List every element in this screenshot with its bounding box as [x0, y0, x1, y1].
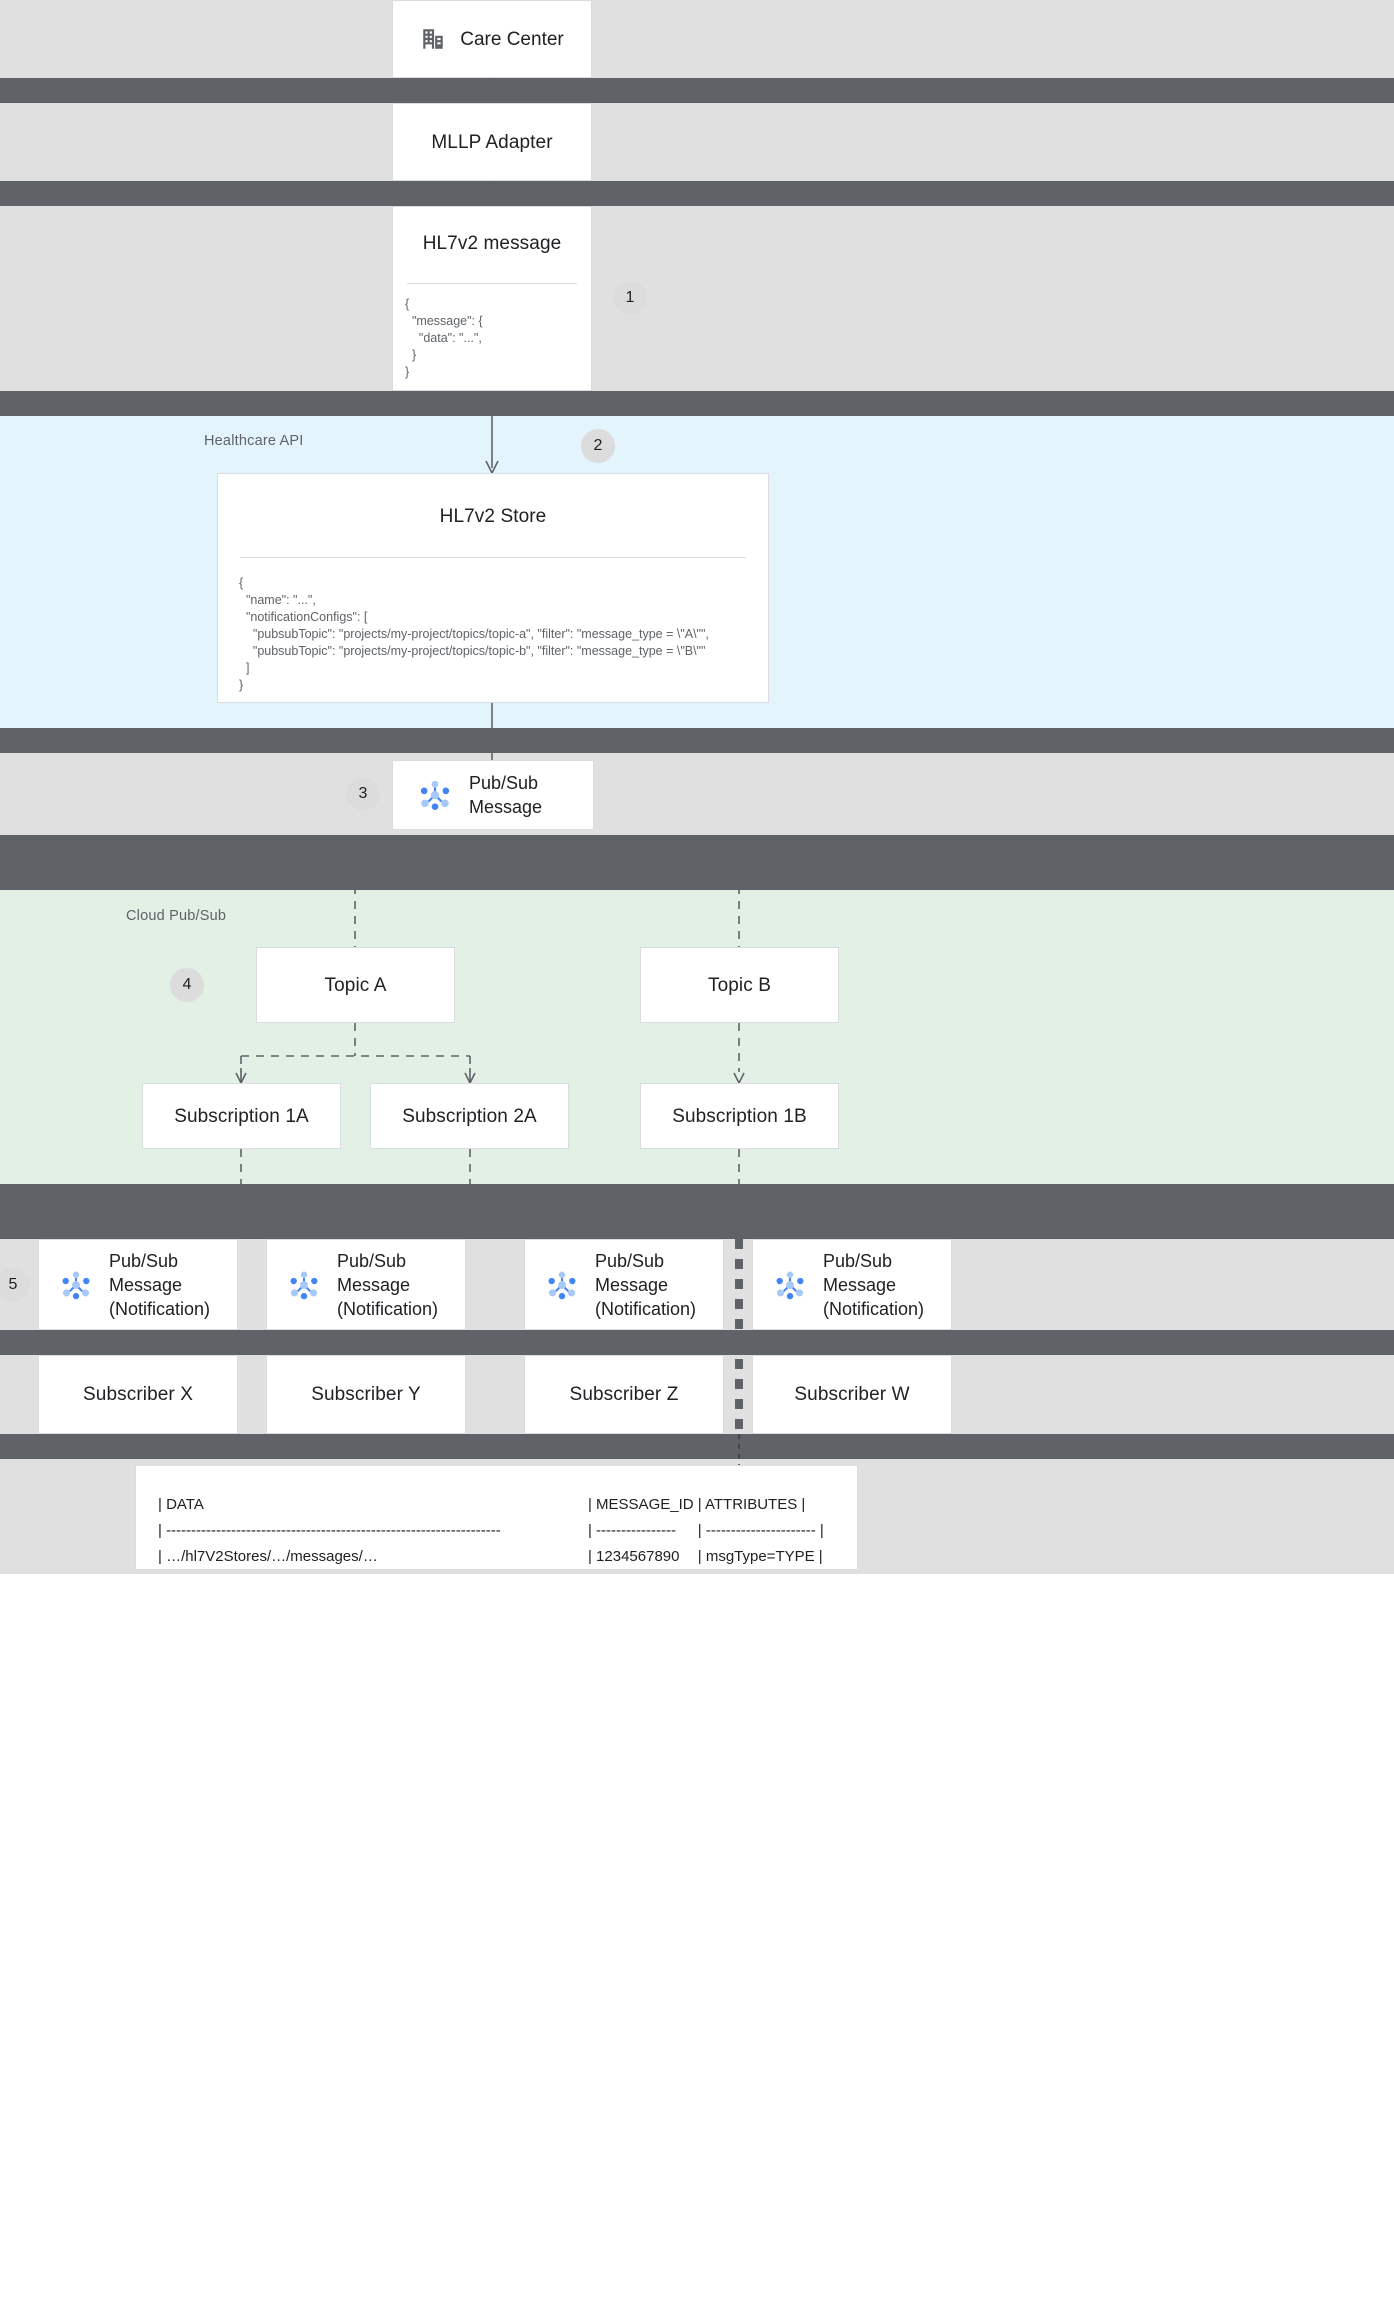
step-badge-3-number: 3 [358, 785, 368, 802]
node-topic-a[interactable]: Topic A [256, 947, 455, 1023]
building-icon [420, 26, 446, 52]
pubsub-icon [285, 1266, 323, 1304]
node-mllp-adapter[interactable]: MLLP Adapter [392, 103, 592, 181]
node-subscriber-y[interactable]: Subscriber Y [266, 1355, 466, 1434]
lane-divider-8 [0, 1434, 1394, 1459]
node-notification-4[interactable]: Pub/Sub Message (Notification) [752, 1239, 952, 1330]
lane-divider-4 [0, 728, 1394, 753]
terminal-value-message-id: | 1234567890 [587, 1548, 680, 1565]
node-care-center[interactable]: Care Center [392, 0, 592, 78]
topic-a-label: Topic A [324, 974, 387, 996]
subscriber-z-label: Subscriber Z [569, 1384, 679, 1405]
zone-label-cloud-pubsub: Cloud Pub/Sub [126, 908, 227, 924]
node-hl7v2-message[interactable]: HL7v2 message { "message": { "data": "..… [392, 206, 592, 391]
subscription-2a-label: Subscription 2A [402, 1105, 537, 1127]
step-badge-2: 2 [581, 429, 615, 463]
terminal-row-rule: | --------------------------------------… [158, 1518, 835, 1544]
pubsub-icon [771, 1266, 809, 1304]
hl7v2-message-title: HL7v2 message [422, 233, 562, 254]
step-badge-4-number: 4 [182, 976, 192, 993]
notification-4-label: Pub/Sub Message (Notification) [823, 1250, 925, 1319]
node-notification-2[interactable]: Pub/Sub Message (Notification) [266, 1239, 466, 1330]
terminal-row-values: | …/hl7V2Stores/…/messages/… | 123456789… [158, 1544, 835, 1570]
terminal-header-data: | DATA [158, 1496, 204, 1513]
hl7v2-store-title: HL7v2 Store [439, 506, 547, 527]
step-badge-4: 4 [170, 968, 204, 1002]
lane-mllp-bg [0, 103, 1394, 181]
node-subscription-1a[interactable]: Subscription 1A [142, 1083, 341, 1149]
notification-2-label: Pub/Sub Message (Notification) [337, 1250, 439, 1319]
node-subscriber-w[interactable]: Subscriber W [752, 1355, 952, 1434]
lane-pubsub-message-bg [0, 753, 1394, 835]
lane-divider-2 [0, 181, 1394, 206]
step-badge-3: 3 [346, 777, 380, 811]
node-subscription-2a[interactable]: Subscription 2A [370, 1083, 569, 1149]
subscription-1b-label: Subscription 1B [672, 1105, 807, 1127]
terminal-value-data: | …/hl7V2Stores/…/messages/… [158, 1548, 378, 1565]
terminal-value-attributes: | msgType=TYPE | [697, 1548, 823, 1565]
pubsub-icon [57, 1266, 95, 1304]
hl7v2-store-code: { "name": "...", "notificationConfigs": … [239, 576, 709, 692]
node-topic-b[interactable]: Topic B [640, 947, 839, 1023]
hl7v2-message-code: { "message": { "data": "...", } } [405, 297, 483, 379]
subscriber-w-label: Subscriber W [794, 1384, 910, 1405]
subscriber-x-label: Subscriber X [83, 1384, 193, 1405]
terminal-rule-data: | --------------------------------------… [158, 1522, 501, 1539]
hl7v2-message-divider [407, 283, 577, 284]
step-badge-5: 5 [0, 1268, 30, 1302]
step-badge-1-number: 1 [625, 289, 635, 306]
node-notification-1[interactable]: Pub/Sub Message (Notification) [38, 1239, 238, 1330]
terminal-output-card: | DATA | MESSAGE_ID | ATTRIBUTES | | ---… [135, 1465, 858, 1570]
terminal-rule-attributes: | ---------------------- | [697, 1522, 824, 1539]
step-badge-5-number: 5 [8, 1276, 18, 1293]
care-center-label: Care Center [460, 28, 564, 50]
zone-label-healthcare-api: Healthcare API [204, 433, 304, 449]
pubsub-message-label: Pub/Sub Message [469, 773, 543, 817]
step-badge-2-number: 2 [593, 437, 603, 454]
subscriber-y-label: Subscriber Y [311, 1384, 421, 1405]
lane-hl7-message-bg [0, 206, 1394, 391]
node-hl7v2-store[interactable]: HL7v2 Store { "name": "...", "notificati… [217, 473, 769, 703]
node-subscriber-x[interactable]: Subscriber X [38, 1355, 238, 1434]
terminal-rule-message-id: | ---------------- [587, 1522, 676, 1539]
pubsub-icon [543, 1266, 581, 1304]
terminal-header-message-id: | MESSAGE_ID [587, 1496, 694, 1513]
step-badge-1: 1 [613, 281, 647, 315]
node-notification-3[interactable]: Pub/Sub Message (Notification) [524, 1239, 724, 1330]
lane-divider-3 [0, 391, 1394, 416]
terminal-header-attributes: | ATTRIBUTES | [697, 1496, 806, 1513]
topic-b-label: Topic B [707, 974, 771, 996]
mllp-adapter-label: MLLP Adapter [431, 131, 553, 153]
node-pubsub-message[interactable]: Pub/Sub Message [392, 760, 594, 830]
node-subscriber-z[interactable]: Subscriber Z [524, 1355, 724, 1434]
hl7v2-store-divider [240, 557, 746, 558]
notification-3-label: Pub/Sub Message (Notification) [595, 1250, 697, 1319]
lane-care-center-bg [0, 0, 1394, 78]
lane-divider-1 [0, 78, 1394, 103]
terminal-row-header: | DATA | MESSAGE_ID | ATTRIBUTES | [158, 1492, 835, 1518]
subscription-1a-label: Subscription 1A [174, 1105, 309, 1127]
node-subscription-1b[interactable]: Subscription 1B [640, 1083, 839, 1149]
pubsub-icon [415, 775, 455, 815]
notification-1-label: Pub/Sub Message (Notification) [109, 1250, 211, 1319]
lane-divider-5 [0, 835, 1394, 890]
lane-divider-6 [0, 1184, 1394, 1239]
lane-divider-7 [0, 1330, 1394, 1355]
